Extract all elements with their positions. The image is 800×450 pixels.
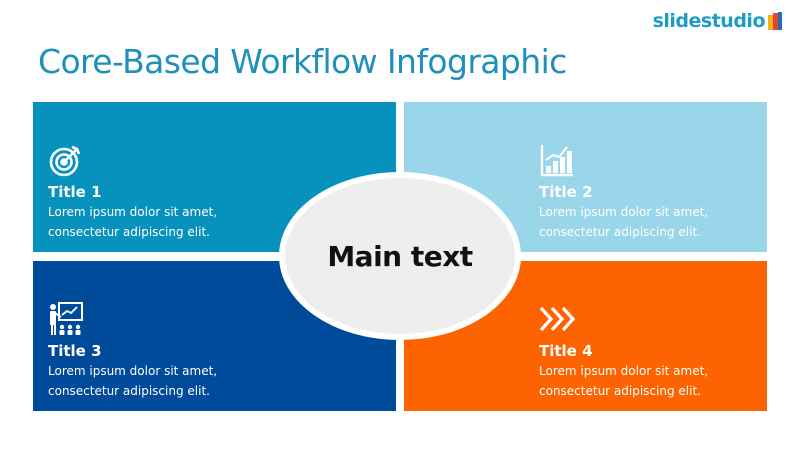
- presentation-audience-icon: [48, 301, 84, 337]
- center-ellipse: Main text: [279, 172, 521, 340]
- quadrant-3-body: Lorem ipsum dolor sit amet, consectetur …: [48, 364, 218, 398]
- quadrant-4-body: Lorem ipsum dolor sit amet, consectetur …: [539, 364, 709, 398]
- quadrant-1: Title 1 Lorem ipsum dolor sit amet, cons…: [33, 102, 396, 252]
- quadrant-4-title: Title 4: [539, 342, 593, 360]
- quadrant-1-body: Lorem ipsum dolor sit amet, consectetur …: [48, 205, 218, 239]
- slidestudio-logo-icon: [768, 12, 782, 30]
- quadrant-1-title: Title 1: [48, 183, 102, 201]
- quadrant-2-title: Title 2: [539, 183, 593, 201]
- target-icon: [48, 142, 84, 178]
- brand-logo: slidestudio: [653, 10, 782, 32]
- quadrant-3-title: Title 3: [48, 342, 102, 360]
- center-main-text: Main text: [327, 239, 473, 273]
- triple-chevron-right-icon: [539, 301, 576, 337]
- brand-name: slidestudio: [652, 10, 766, 32]
- bar-chart-growth-icon: [539, 142, 575, 178]
- slide-title: Core-Based Workflow Infographic: [38, 42, 567, 81]
- quadrant-2-body: Lorem ipsum dolor sit amet, consectetur …: [539, 205, 709, 239]
